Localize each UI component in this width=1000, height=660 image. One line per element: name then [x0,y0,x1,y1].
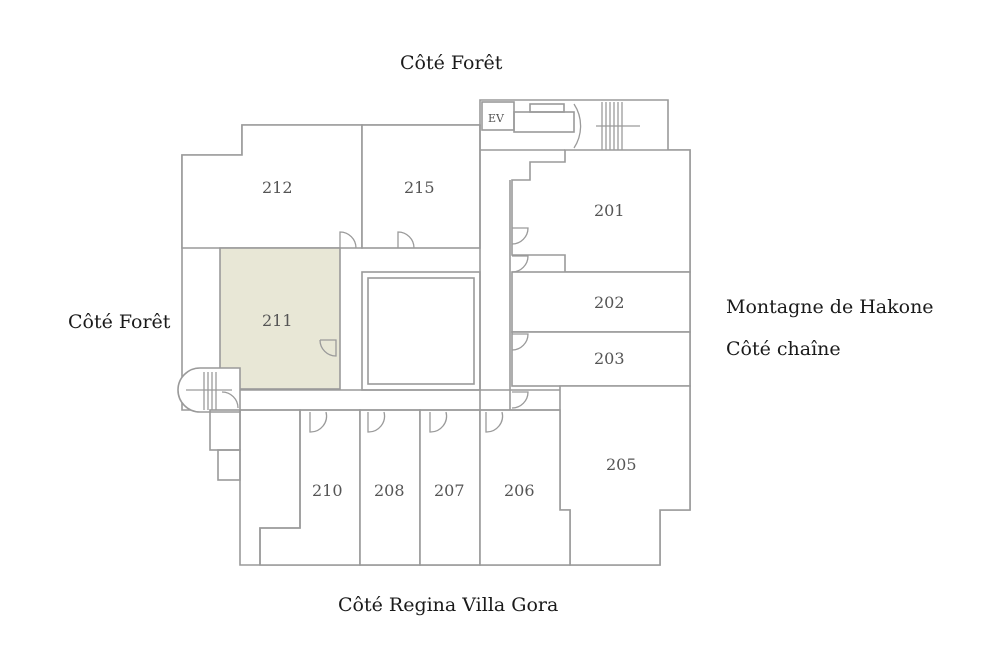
room-210[interactable] [259,409,361,566]
room-201[interactable] [511,149,691,273]
room-205[interactable] [559,385,691,566]
door-swings [221,227,529,433]
room-207[interactable] [419,409,481,566]
room-number-205: 205 [606,455,637,474]
room-number-207: 207 [434,481,465,500]
orientation-label-right-line1: Montagne de Hakone [726,296,934,318]
room-number-215: 215 [404,178,435,197]
room-number-206: 206 [504,481,535,500]
atrium [361,271,481,391]
atrium-inner [367,277,475,385]
room-number-212: 212 [262,178,293,197]
room-number-208: 208 [374,481,405,500]
room-211[interactable] [219,247,341,390]
room-number-210: 210 [312,481,343,500]
room-number-203: 203 [594,349,625,368]
room-number-211: 211 [262,311,293,330]
elevator [481,101,515,131]
room-number-202: 202 [594,293,625,312]
orientation-label-left: Côté Forêt [68,311,171,333]
orientation-label-top: Côté Forêt [400,52,503,74]
orientation-label-right-line2: Côté chaîne [726,338,841,360]
orientation-label-bottom: Côté Regina Villa Gora [338,594,559,616]
room-number-201: 201 [594,201,625,220]
room-215[interactable] [361,124,481,249]
elevator-label: EV [488,112,505,125]
